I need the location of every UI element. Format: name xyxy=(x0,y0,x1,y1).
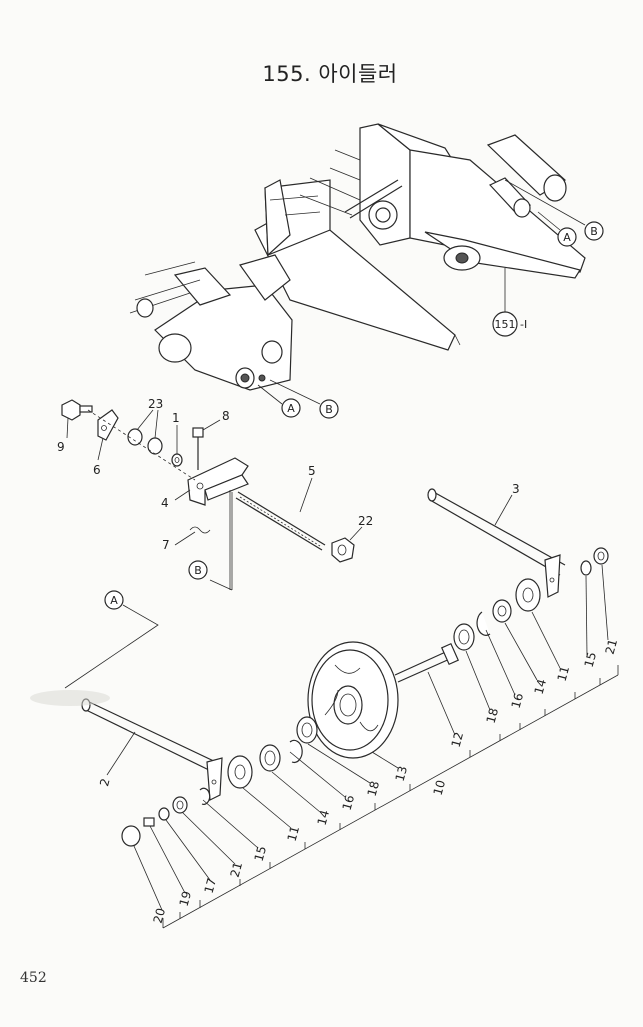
label-part-13: 13 xyxy=(393,764,410,782)
svg-text:151: 151 xyxy=(495,318,516,331)
page-title: 155. 아이들러 xyxy=(262,62,398,86)
part-number-labels: 9 6 23 1 8 4 7 5 22 3 2 20 19 17 21 15 1… xyxy=(57,397,620,925)
shaft-2-drawing xyxy=(30,690,223,801)
label-part-5: 5 xyxy=(308,464,316,478)
label-part-19: 19 xyxy=(177,889,194,907)
label-part-9: 9 xyxy=(57,440,65,454)
label-part-3: 3 xyxy=(512,482,520,496)
label-part-8: 8 xyxy=(222,409,230,423)
label-part-12: 12 xyxy=(449,730,466,748)
label-part-21-left: 21 xyxy=(228,860,245,878)
label-part-22: 22 xyxy=(358,514,373,528)
label-part-21-right: 21 xyxy=(603,637,620,655)
shaft-3-drawing xyxy=(427,488,609,598)
svg-text:-I: -I xyxy=(520,318,527,331)
label-part-11-right: 11 xyxy=(555,664,572,682)
callout-b-upper: B xyxy=(504,179,604,241)
label-part-10: 10 xyxy=(431,778,448,796)
small-parts-drawing xyxy=(61,399,355,591)
label-part-6: 6 xyxy=(93,463,101,477)
callout-a-middle: A xyxy=(64,590,159,689)
label-part-14-right: 14 xyxy=(532,677,549,695)
label-part-18-right: 18 xyxy=(484,706,501,724)
label-part-17: 17 xyxy=(202,876,219,894)
label-part-2: 2 xyxy=(97,777,113,788)
callout-151: 151 -I xyxy=(492,268,527,337)
svg-text:A: A xyxy=(110,594,118,607)
label-part-16-right: 16 xyxy=(509,691,526,709)
frame-assembly-drawing xyxy=(129,123,586,391)
label-part-16-left: 16 xyxy=(340,793,357,811)
label-part-23: 23 xyxy=(148,397,163,411)
svg-text:B: B xyxy=(325,403,333,416)
callout-a-upper: A xyxy=(537,211,577,247)
callout-b-lower: B xyxy=(269,379,339,419)
label-part-15-right: 15 xyxy=(582,650,599,668)
label-part-7: 7 xyxy=(162,538,170,552)
leader-lines xyxy=(66,409,609,911)
callout-a-lower: A xyxy=(257,384,301,418)
callout-b-middle: B xyxy=(188,560,208,580)
group-bracket-10 xyxy=(162,665,619,929)
label-part-20: 20 xyxy=(151,906,168,924)
label-part-4: 4 xyxy=(161,496,169,510)
svg-text:A: A xyxy=(287,402,295,415)
svg-text:B: B xyxy=(590,225,598,238)
svg-text:B: B xyxy=(194,564,202,577)
svg-text:A: A xyxy=(563,231,571,244)
label-part-14-left: 14 xyxy=(315,808,332,826)
label-part-11-left: 11 xyxy=(285,824,302,842)
label-part-18-left: 18 xyxy=(365,779,382,797)
label-part-15-left: 15 xyxy=(252,844,269,862)
page-number: 452 xyxy=(20,970,47,986)
idler-pulley-drawing xyxy=(121,578,541,847)
label-part-1: 1 xyxy=(172,411,180,425)
